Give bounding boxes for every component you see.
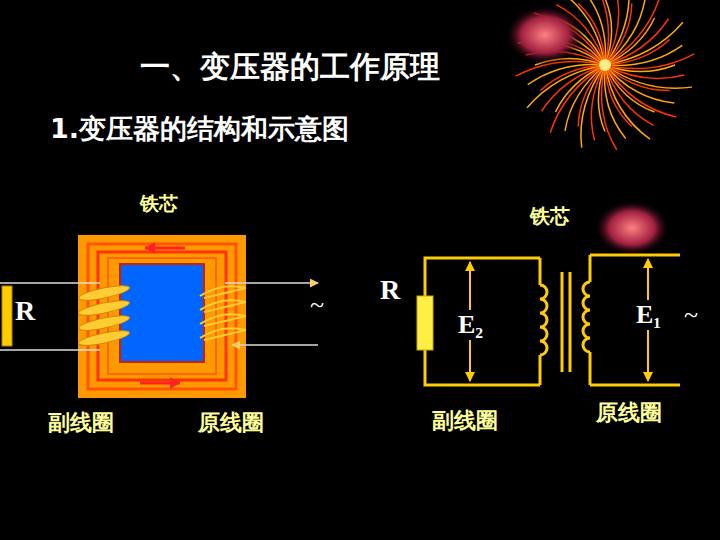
- coil-turn: [78, 328, 131, 349]
- wire: [539, 258, 542, 385]
- ac-source: ~: [684, 300, 698, 330]
- coil-label: 原线圈: [596, 400, 662, 425]
- firework-ray: [605, 65, 676, 117]
- core-window: [120, 264, 204, 362]
- flux-arrow: [145, 242, 155, 254]
- subtitle: 1.变压器的结构和示意图: [50, 113, 349, 144]
- coil-turn: [200, 300, 246, 312]
- secondary-winding: [540, 285, 547, 355]
- coil-turn: [78, 298, 131, 319]
- flux-arrow: [170, 377, 180, 389]
- firework-ray: [605, 65, 632, 126]
- emf-label: E₂: [456, 310, 485, 340]
- firework-ray: [516, 61, 605, 76]
- resistor-label: R: [15, 295, 35, 327]
- coil-label: 副线圈: [432, 408, 498, 433]
- firework-ray: [605, 65, 650, 139]
- emf-label: E₁: [634, 300, 663, 330]
- coil-turn: [78, 313, 131, 334]
- wire: [225, 282, 318, 284]
- firework-ray: [550, 65, 605, 133]
- resistor-label: R: [380, 274, 400, 306]
- firework-ray: [593, 0, 608, 65]
- coil-turn: [200, 286, 246, 298]
- firework-ray: [605, 54, 694, 69]
- core-line: [561, 272, 564, 372]
- iron-core: [78, 235, 246, 398]
- primary-winding: [583, 282, 590, 352]
- firework-core: [599, 59, 611, 71]
- winding: [540, 285, 547, 355]
- firework-ray: [540, 65, 605, 90]
- firework-ray: [605, 22, 683, 65]
- coil-label: 原线圈: [198, 410, 264, 435]
- primary-coil: [200, 286, 246, 340]
- firework-ray: [584, 0, 605, 65]
- firework-ray: [528, 64, 605, 84]
- core-label: 铁芯: [140, 193, 178, 215]
- firework-ray: [602, 65, 617, 150]
- firework-ray: [604, 65, 625, 138]
- slide-title: 一、变压器的工作原理: [140, 50, 440, 85]
- winding: [583, 282, 590, 352]
- firework-ray: [527, 65, 605, 108]
- firework-ray: [605, 40, 670, 65]
- firework-ray: [605, 65, 654, 112]
- wire: [232, 344, 318, 346]
- primary-circuit: [590, 255, 680, 385]
- firework-ray: [605, 0, 660, 65]
- core-line: [569, 272, 572, 372]
- secondary-circuit: [425, 258, 540, 385]
- secondary-coil: [78, 283, 131, 349]
- coil-label: 副线圈: [48, 410, 114, 435]
- resistor-symbol: [2, 286, 12, 346]
- glow: [505, 5, 585, 65]
- firework-ray: [605, 45, 682, 65]
- coil-turn: [200, 314, 246, 326]
- glow: [594, 200, 670, 256]
- coil-turn: [78, 283, 131, 304]
- ac-source: ~: [310, 290, 324, 320]
- resistor-symbol: [417, 296, 433, 350]
- core-label: 铁芯: [530, 205, 570, 228]
- coil-turn: [200, 328, 246, 340]
